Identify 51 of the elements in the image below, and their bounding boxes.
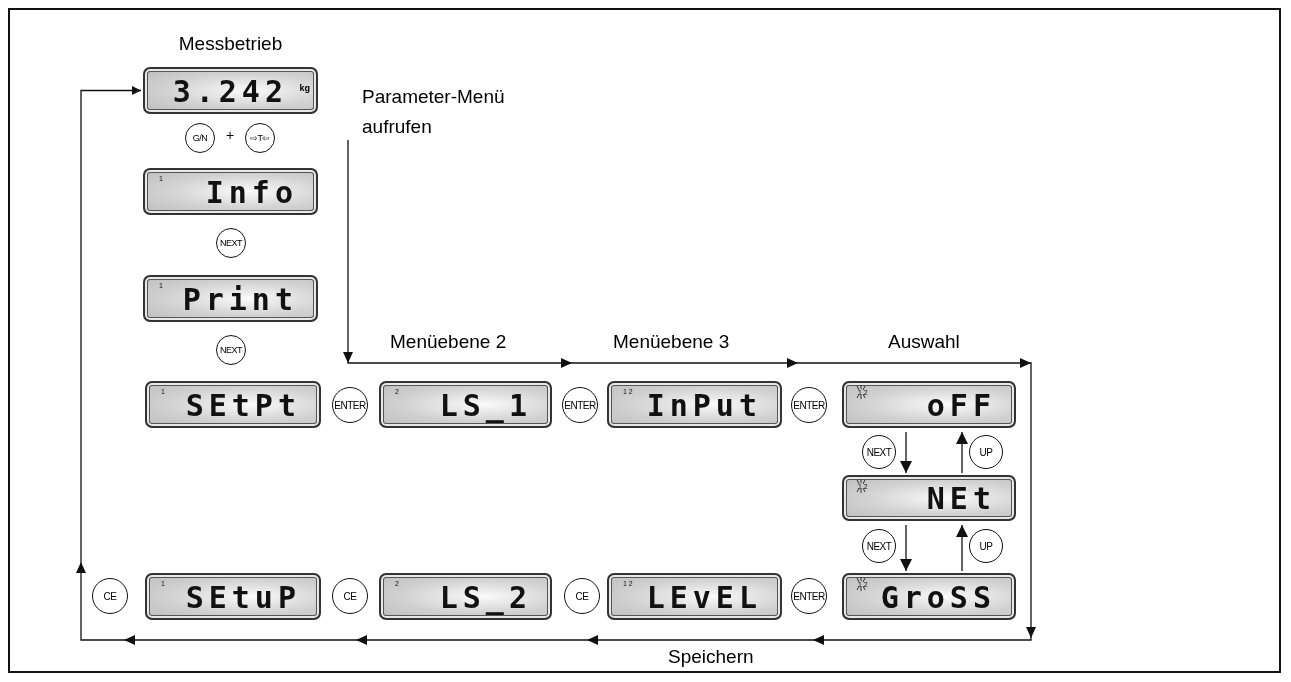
display-reading: Info	[205, 174, 298, 209]
arrow	[900, 524, 912, 572]
key-button: CE	[564, 578, 600, 614]
key-button: NEXT	[216, 335, 246, 365]
arrow	[900, 431, 912, 474]
display-heading: Messbetrieb	[177, 33, 284, 55]
lcd-display	[607, 573, 782, 620]
unit-text: kg	[299, 83, 310, 93]
key-button: NEXT	[216, 228, 246, 258]
display-reading: SEtuP	[185, 579, 301, 614]
path-label: Auswahl	[888, 331, 960, 353]
display-reading: LEvEL	[646, 579, 762, 614]
key-button: ENTER	[332, 387, 368, 423]
display-reading: GroSS	[880, 579, 996, 614]
lcd-display	[143, 168, 318, 215]
arrow	[956, 431, 968, 474]
lcd-display	[842, 475, 1016, 521]
lcd-display	[145, 381, 321, 428]
key-button: ⇨T⇦	[245, 123, 275, 153]
key-button: UP	[969, 529, 1003, 563]
display-reading: LS_1	[439, 387, 532, 422]
key-button: CE	[332, 578, 368, 614]
lcd-display	[842, 573, 1016, 620]
key-button: ENTER	[791, 578, 827, 614]
lcd-display	[379, 381, 552, 428]
display-reading: InPut	[646, 387, 762, 422]
path-label: Menüebene 3	[613, 331, 730, 353]
lcd-display	[143, 275, 318, 322]
key-button: ENTER	[791, 387, 827, 423]
lcd-display	[145, 573, 321, 620]
display-reading: 3.242	[172, 73, 288, 108]
key-button: UP	[969, 435, 1003, 469]
key-button: CE	[92, 578, 128, 614]
key-button: G/N	[185, 123, 215, 153]
path-label: Menüebene 2	[390, 331, 507, 353]
display-reading: oFF	[926, 387, 996, 422]
display-reading: LS_2	[439, 579, 532, 614]
display-reading: NEt	[926, 480, 996, 516]
lcd-display	[379, 573, 552, 620]
key-button: NEXT	[862, 435, 896, 469]
display-reading: SEtPt	[185, 387, 301, 422]
display-reading: Print	[182, 281, 298, 316]
lcd-display	[842, 381, 1016, 428]
flow-arrow	[76, 86, 1036, 645]
plus-sign: +	[226, 127, 235, 143]
instruction-text: Parameter-Menü aufrufen	[362, 82, 522, 142]
key-button: ENTER	[562, 387, 598, 423]
lcd-display	[607, 381, 782, 428]
arrow	[956, 524, 968, 572]
path-label: Speichern	[668, 646, 754, 668]
key-button: NEXT	[862, 529, 896, 563]
